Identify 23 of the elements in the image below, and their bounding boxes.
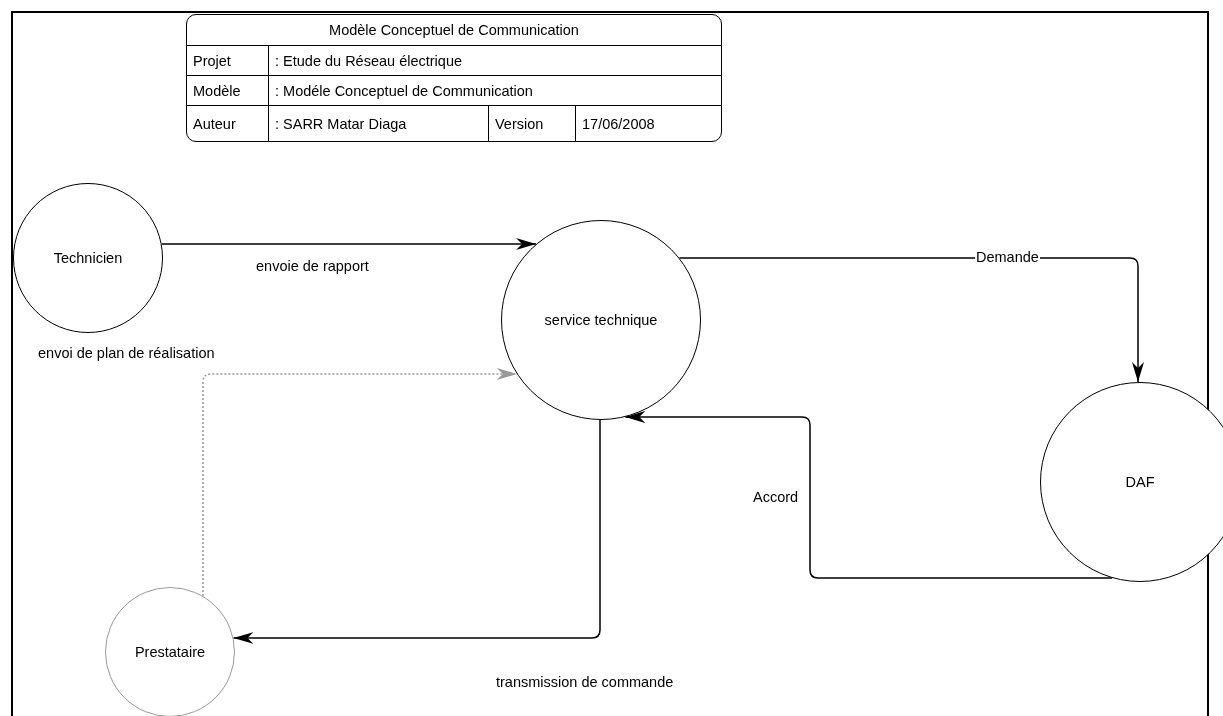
arrow bbox=[160, 238, 537, 250]
field-label: Modèle bbox=[187, 76, 269, 106]
edge-label: transmission de commande bbox=[495, 674, 675, 690]
field-label: Auteur bbox=[187, 106, 269, 141]
arrow bbox=[624, 411, 1113, 579]
node-label: Prestataire bbox=[134, 644, 206, 660]
field-value: : Etude du Réseau électrique bbox=[269, 46, 721, 76]
node-label: service technique bbox=[544, 312, 658, 328]
edge-label: Accord bbox=[752, 489, 800, 505]
field-label: Version bbox=[489, 106, 576, 141]
edge-label: envoi de plan de réalisation bbox=[37, 345, 216, 361]
title-text: Modèle Conceptuel de Communication bbox=[187, 15, 721, 46]
arrow bbox=[202, 368, 518, 597]
edge-label: Demande bbox=[975, 249, 1040, 265]
field-label: Projet bbox=[187, 46, 269, 76]
node-label: DAF bbox=[1125, 474, 1155, 490]
edge-label: envoie de rapport bbox=[255, 258, 370, 274]
arrow bbox=[678, 257, 1144, 383]
field-value: 17/06/2008 bbox=[581, 114, 656, 134]
node-label: Technicien bbox=[53, 250, 123, 266]
field-value: : Modéle Conceptuel de Communication bbox=[269, 76, 721, 106]
arrow bbox=[232, 419, 601, 644]
field-value: : SARR Matar Diaga bbox=[269, 106, 489, 141]
